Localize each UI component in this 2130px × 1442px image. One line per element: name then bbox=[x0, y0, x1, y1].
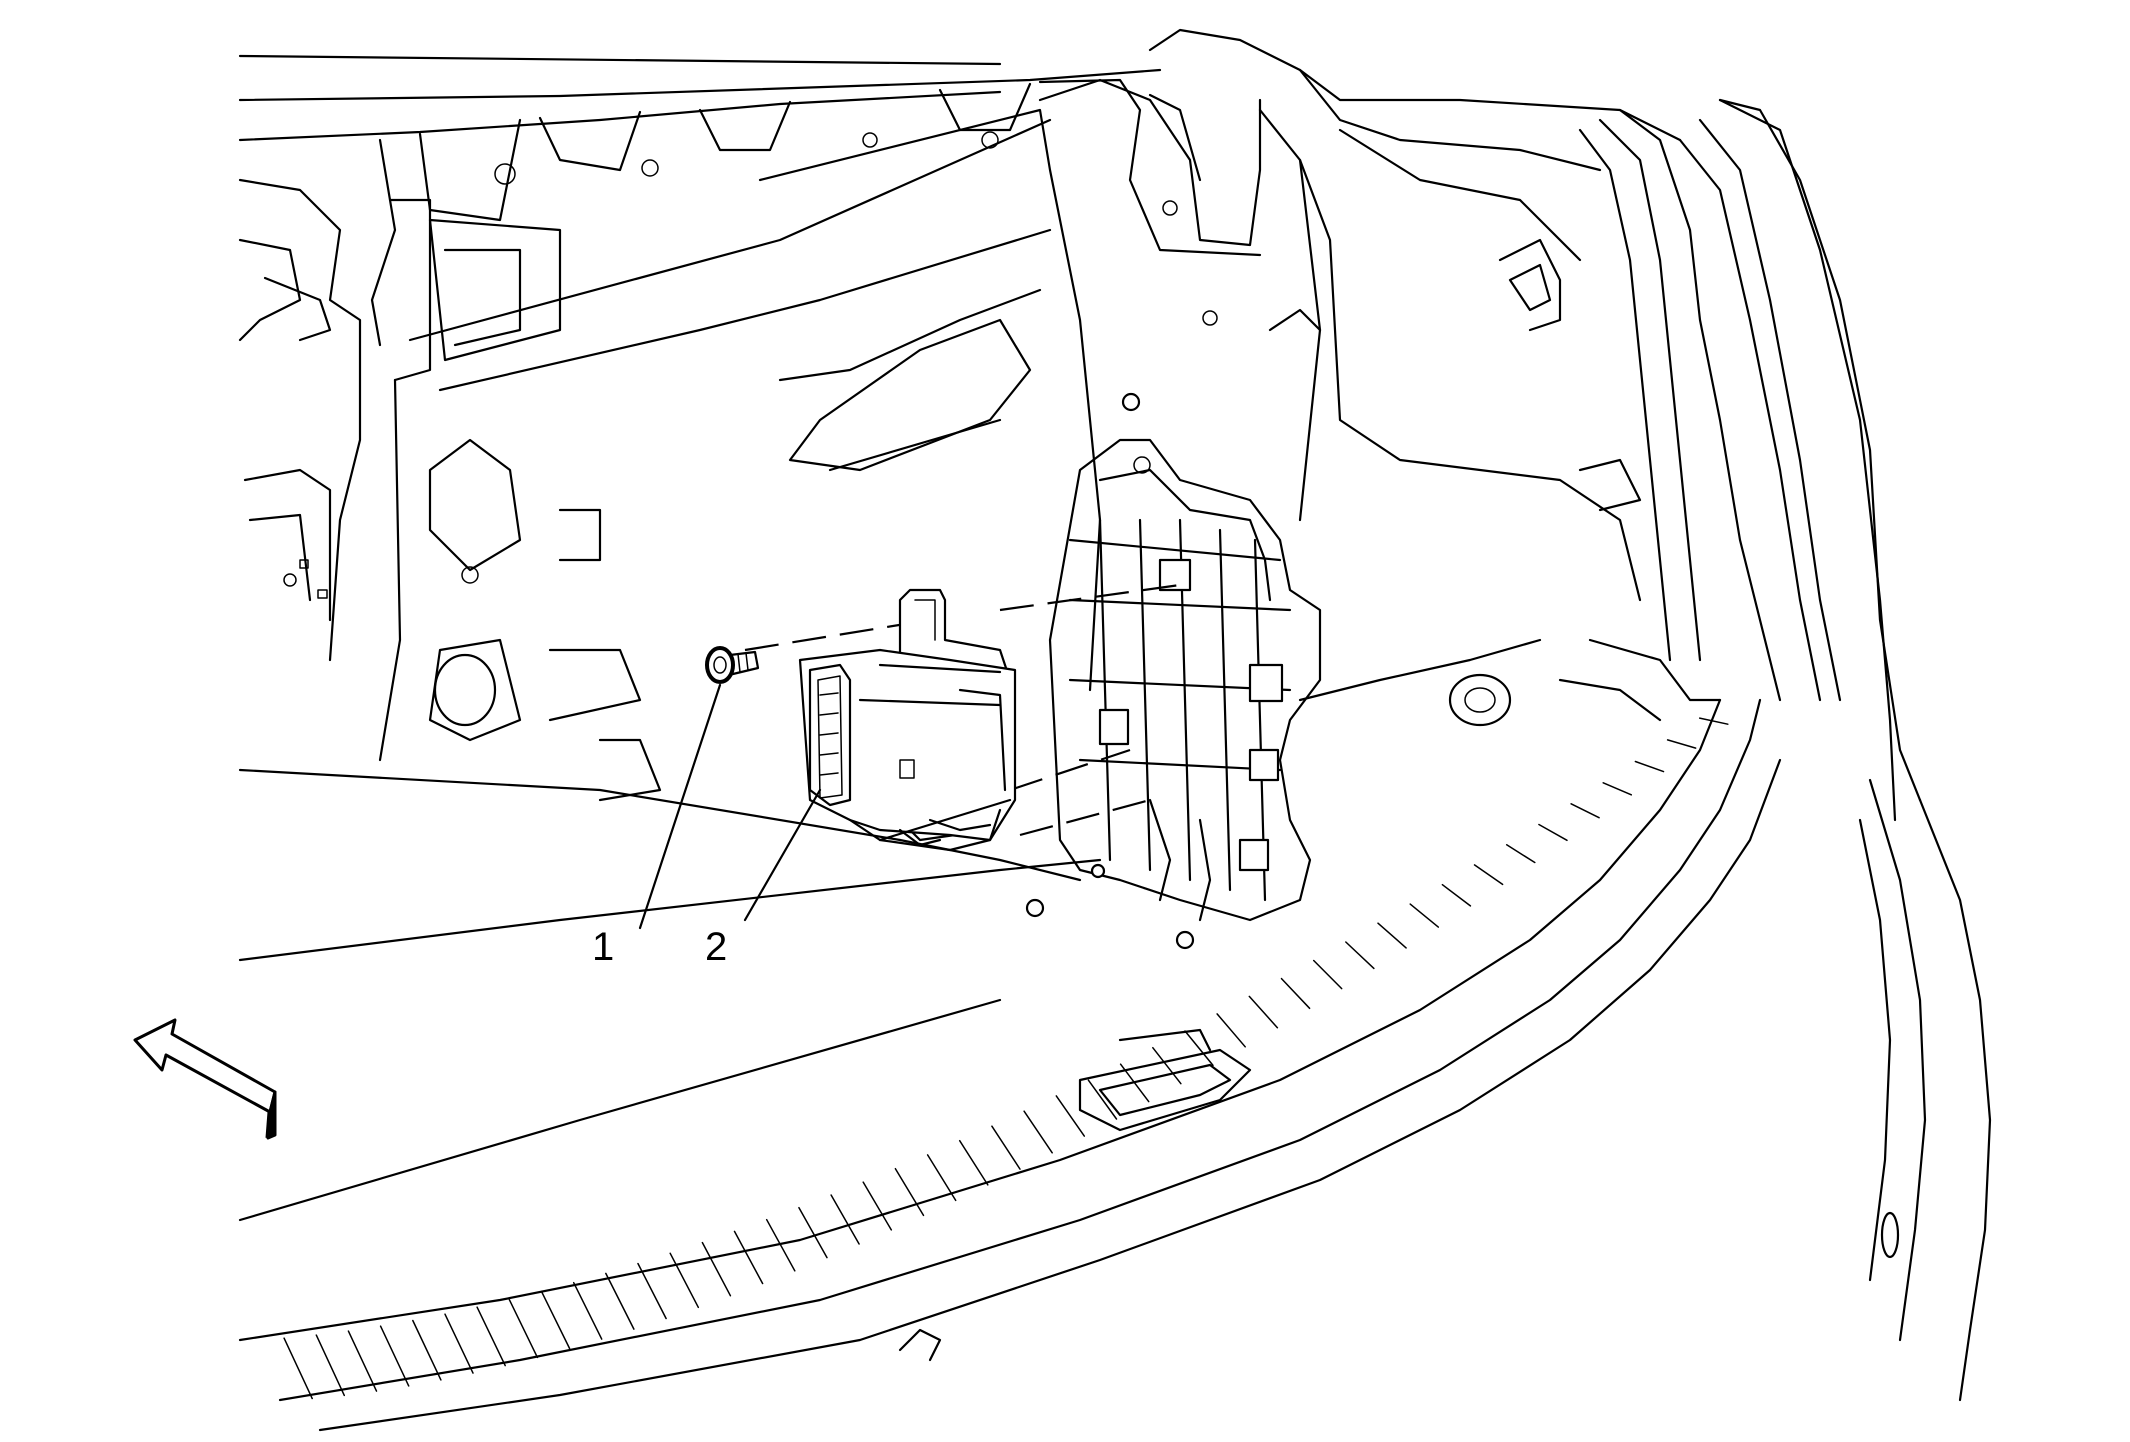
trunk-floor bbox=[238, 768, 1102, 1222]
leader-line-1 bbox=[638, 683, 722, 930]
sill-rib bbox=[1538, 823, 1568, 842]
sill-rib bbox=[1216, 1013, 1246, 1048]
sill-rib bbox=[283, 1337, 313, 1400]
sill-rib bbox=[1184, 1030, 1214, 1067]
sill-rib bbox=[315, 1334, 346, 1397]
sill-rib bbox=[444, 1313, 474, 1374]
sill-rib bbox=[379, 1325, 410, 1387]
rear-package-shelf bbox=[238, 54, 1262, 347]
callout-label-1: 1 bbox=[592, 925, 614, 969]
sill-rib bbox=[1698, 717, 1729, 725]
bracket-fasteners bbox=[1025, 392, 1195, 950]
sill-rib bbox=[1280, 977, 1311, 1010]
sill-rib bbox=[1409, 903, 1440, 928]
sill-rib bbox=[1023, 1110, 1053, 1154]
sill-rib bbox=[1312, 959, 1343, 990]
sill-rib bbox=[1345, 941, 1375, 970]
sill-rib bbox=[412, 1319, 442, 1381]
deck-lid-opening bbox=[1148, 28, 1897, 822]
sill-rib bbox=[1505, 844, 1536, 864]
left-inner-panel bbox=[238, 178, 432, 762]
front-direction-arrow-icon bbox=[133, 1018, 277, 1140]
inner-quarter-panel bbox=[408, 118, 1052, 802]
sill-rib bbox=[347, 1330, 378, 1392]
sill-rib bbox=[991, 1125, 1021, 1170]
sill-rib bbox=[605, 1272, 635, 1330]
sill-rib bbox=[1119, 1063, 1150, 1103]
sill-rib bbox=[1152, 1046, 1182, 1085]
callout-leaders bbox=[638, 683, 822, 930]
sill-rib bbox=[958, 1139, 989, 1186]
sill-rib bbox=[540, 1290, 571, 1350]
callout-label-2: 2 bbox=[705, 925, 727, 969]
sill-rib bbox=[572, 1281, 603, 1340]
sill-rib bbox=[926, 1154, 957, 1202]
sill-rib bbox=[669, 1252, 700, 1309]
sill-rib bbox=[637, 1262, 667, 1320]
fastener-bolt bbox=[705, 646, 760, 684]
sill-rib bbox=[894, 1167, 925, 1217]
module-mounting-bracket bbox=[1048, 438, 1322, 922]
sill-rib bbox=[798, 1206, 828, 1259]
sill-rib bbox=[1248, 995, 1279, 1029]
control-module bbox=[798, 588, 1017, 852]
sill-rib bbox=[1377, 922, 1407, 949]
sill-rib bbox=[830, 1194, 860, 1245]
sill-rib bbox=[1570, 803, 1600, 819]
sill-rib bbox=[1441, 883, 1472, 907]
sill-rib bbox=[1473, 864, 1504, 886]
rear-sill-plate bbox=[238, 638, 1782, 1432]
sill-rib bbox=[765, 1218, 796, 1272]
sill-rib bbox=[1055, 1095, 1086, 1137]
rear-quarter-outer bbox=[1718, 98, 1992, 1402]
sill-rib bbox=[1666, 739, 1697, 749]
sill-rib bbox=[862, 1181, 893, 1231]
sill-plate-ribs bbox=[283, 717, 1729, 1400]
sill-rib bbox=[733, 1230, 764, 1285]
trunk-inner-wall bbox=[758, 78, 1322, 692]
sill-rib bbox=[508, 1298, 539, 1359]
sill-rib bbox=[701, 1241, 732, 1297]
sill-rib bbox=[1602, 782, 1633, 796]
sill-rib bbox=[476, 1306, 506, 1367]
sill-rib bbox=[1087, 1079, 1118, 1120]
sill-rib bbox=[1634, 760, 1665, 773]
leader-line-2 bbox=[743, 788, 822, 922]
